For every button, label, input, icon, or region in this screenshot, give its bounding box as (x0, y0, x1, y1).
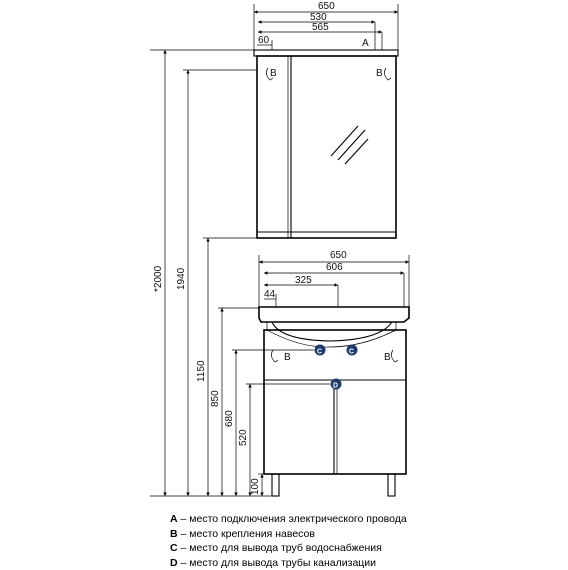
marker-b-vanity-left: B (284, 352, 291, 363)
legend-row-c: C – место для вывода труб водоснабжения (170, 541, 407, 556)
dim-height-520: 520 (238, 429, 249, 446)
technical-drawing: B B A 650 530 565 60 (0, 0, 568, 505)
dim-height-680: 680 (224, 410, 235, 427)
vanity-cabinet: B B C C D (259, 307, 409, 496)
dim-height-2000: *2000 (153, 265, 164, 292)
marker-d-label: D (333, 383, 338, 390)
hanger-right-icon (384, 68, 391, 80)
dim-vanity-44: 44 (264, 289, 276, 300)
legend: A – место подключения электрического про… (170, 512, 407, 570)
dim-vanity-325: 325 (295, 275, 312, 286)
dim-height-850: 850 (210, 390, 221, 407)
mirror-glare-icon (331, 126, 368, 164)
dim-vanity-650: 650 (330, 250, 347, 261)
mirror-cabinet: B B A (254, 38, 398, 238)
marker-b-mirror-left: B (270, 68, 277, 79)
hanger-vanity-right-icon (391, 350, 398, 362)
dim-height-1940: 1940 (176, 267, 187, 290)
marker-a-mirror: A (362, 38, 369, 49)
marker-c-left-label: C (317, 349, 322, 356)
mirror-dimensions: 650 530 565 60 (254, 1, 398, 50)
dim-mirror-60: 60 (258, 35, 270, 46)
marker-b-mirror-right: B (376, 68, 383, 79)
marker-b-vanity-right: B (384, 352, 391, 363)
legend-row-b: B – место крепления навесов (170, 527, 407, 542)
marker-c-right-label: C (349, 349, 354, 356)
dim-mirror-650: 650 (318, 1, 335, 12)
dim-height-100: 100 (250, 478, 261, 495)
legend-row-a: A – место подключения электрического про… (170, 512, 407, 527)
hanger-vanity-left-icon (271, 350, 278, 362)
dim-vanity-606: 606 (326, 262, 343, 273)
dim-mirror-565: 565 (312, 22, 329, 33)
vanity-dimensions: 650 606 325 44 (259, 250, 409, 307)
dim-height-1150: 1150 (196, 360, 207, 382)
